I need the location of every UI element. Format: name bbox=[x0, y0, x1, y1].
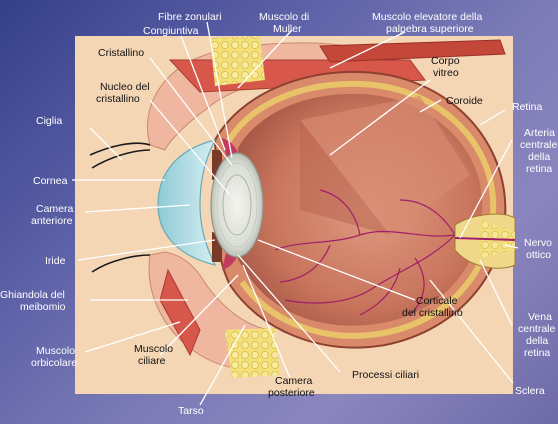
label-iride: Iride bbox=[45, 255, 66, 267]
label-nucleo-2: cristallino bbox=[96, 93, 140, 105]
label-arteria-3: della bbox=[528, 151, 550, 163]
label-retina: Retina bbox=[512, 101, 543, 113]
label-camera-posteriore-1: Camera bbox=[275, 375, 313, 387]
label-ghiandola-1: Ghiandola del bbox=[0, 289, 65, 301]
label-corpo-vitreo-1: Corpo bbox=[431, 55, 460, 67]
label-corpo-vitreo-2: vitreo bbox=[433, 67, 459, 79]
label-elevatore-2: palpebra superiore bbox=[386, 23, 474, 35]
label-cornea: Cornea bbox=[33, 175, 68, 187]
label-corticale-2: del cristallino bbox=[402, 307, 463, 319]
label-coroide: Coroide bbox=[446, 95, 483, 107]
label-orbicolare-2: orbicolare bbox=[31, 357, 77, 369]
label-vena-1: Vena bbox=[528, 311, 552, 323]
label-vena-2: centrale bbox=[518, 323, 556, 335]
label-corticale-1: Corticale bbox=[416, 295, 458, 307]
label-arteria-2: centrale bbox=[520, 139, 558, 151]
label-nervo-1: Nervo bbox=[524, 237, 552, 249]
label-nervo-2: ottico bbox=[526, 249, 551, 261]
label-camera-anteriore-1: Camera bbox=[36, 203, 74, 215]
label-processi-ciliari: Processi ciliari bbox=[352, 369, 419, 381]
label-elevatore-1: Muscolo elevatore della bbox=[372, 11, 482, 23]
label-nucleo-1: Nucleo del bbox=[100, 81, 150, 93]
label-cristallino: Cristallino bbox=[98, 47, 144, 59]
label-muscolo-ciliare-2: ciliare bbox=[138, 355, 166, 367]
lens bbox=[211, 153, 263, 257]
label-muscolo-muller-1: Muscolo di bbox=[259, 11, 309, 23]
label-ghiandola-2: meibomio bbox=[20, 301, 66, 313]
label-sclera: Sclera bbox=[515, 385, 545, 397]
label-muscolo-ciliare-1: Muscolo bbox=[134, 343, 173, 355]
label-camera-posteriore-2: posteriore bbox=[268, 387, 315, 399]
label-muscolo-muller-2: Muller bbox=[273, 23, 302, 35]
label-arteria-4: retina bbox=[526, 163, 552, 175]
label-camera-anteriore-2: anteriore bbox=[31, 215, 73, 227]
label-tarso: Tarso bbox=[178, 405, 204, 417]
label-vena-3: della bbox=[526, 335, 548, 347]
label-vena-4: retina bbox=[524, 347, 550, 359]
label-ciglia: Ciglia bbox=[36, 115, 62, 127]
label-congiuntiva: Congiuntiva bbox=[143, 25, 199, 37]
label-fibre-zonulari: Fibre zonulari bbox=[158, 11, 222, 23]
label-orbicolare-1: Muscolo bbox=[36, 345, 75, 357]
label-arteria-1: Arteria bbox=[524, 127, 555, 139]
